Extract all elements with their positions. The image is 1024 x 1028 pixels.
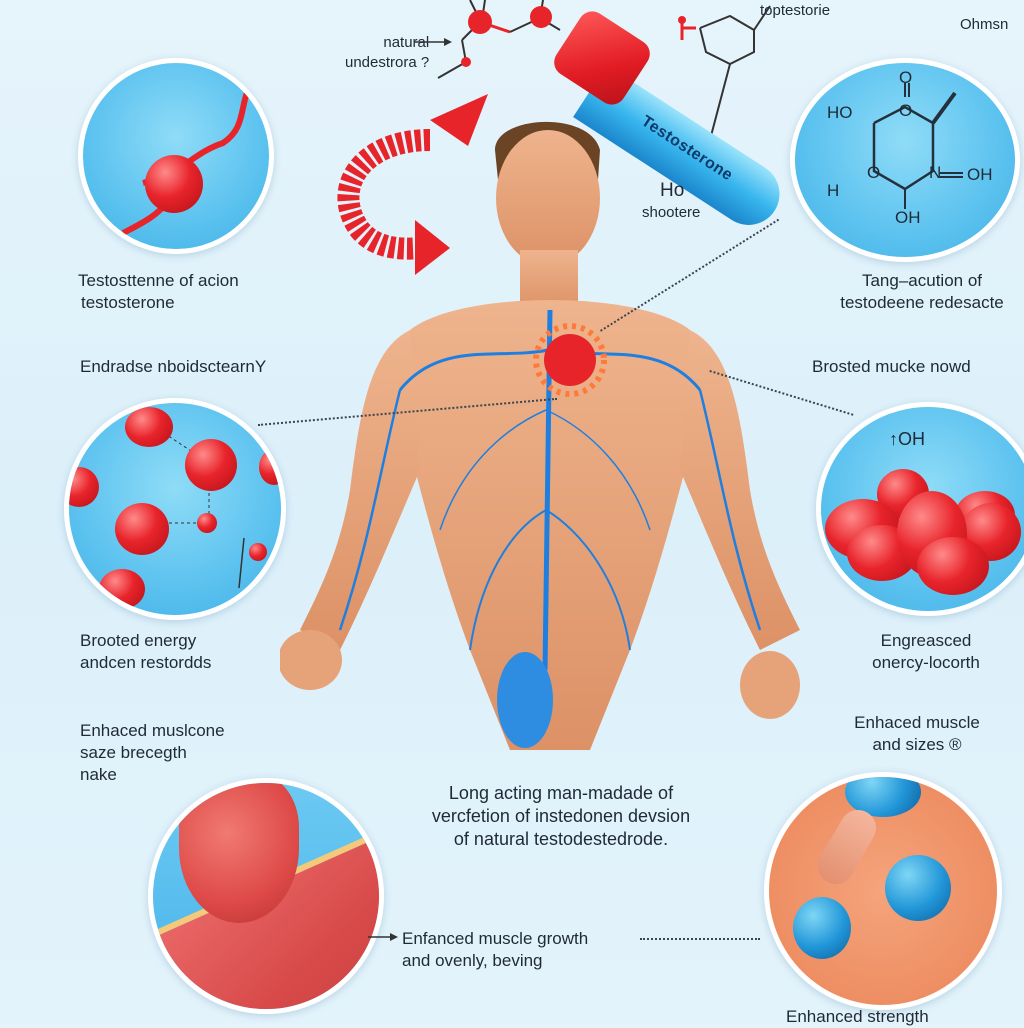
connector-line: [640, 938, 760, 940]
right-label-4: Enhaced muscle and sizes ®: [854, 713, 980, 754]
center-description: Long acting man-madade of vercfetion of …: [431, 783, 691, 849]
side-label: Ohmsn: [960, 16, 1009, 33]
chemical-structure-circle: O O HO O H N OH OH: [790, 58, 1020, 262]
muscle-tissue-circle: [148, 778, 384, 1014]
right-label-5: Enhanced strength: [786, 1007, 929, 1026]
male-body-figure: [280, 121, 800, 750]
right-label-1: Tang–acution of testodeene redesacte: [840, 271, 1004, 312]
top-left-molecule-circle: [78, 58, 274, 254]
ho-label: Ho shootere: [642, 180, 701, 221]
left-molecule-network-circle: [64, 398, 286, 620]
red-curved-arrow-icon: [337, 94, 488, 275]
molecule-label: natural undestrora ?: [345, 34, 430, 71]
cell-tissue-circle: [764, 772, 1002, 1010]
left-label-3: Brooted energy andcen restordds: [80, 631, 212, 672]
red-cells-circle: ↑OH: [816, 402, 1024, 616]
structure-label: toptestorie: [760, 2, 831, 19]
left-label-1: Testosttenne of acion testosterone: [78, 271, 239, 312]
oh-label: ↑OH: [889, 429, 925, 449]
left-label-2: Endradse nboidsctearnY: [80, 357, 267, 376]
top-molecule-diagram: [437, 0, 561, 79]
arrow-icon: [414, 38, 452, 46]
right-label-3: Engreasced onercy-locorth: [872, 631, 980, 672]
center-bottom-label: Enfanced muscle growth and ovenly, bevin…: [402, 929, 589, 970]
arrow-icon: [368, 933, 398, 941]
left-label-4: Enhaced muslcone saze brecegth nake: [80, 721, 225, 784]
right-label-2: Brosted mucke nowd: [812, 357, 971, 376]
